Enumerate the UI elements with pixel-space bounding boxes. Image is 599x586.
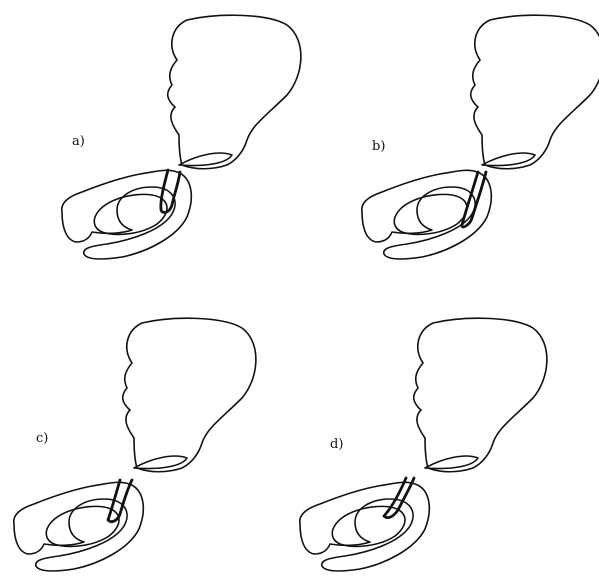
panel-label: b) — [372, 139, 385, 154]
panel-b: b) — [362, 15, 599, 259]
lower-socket-outline — [14, 482, 144, 571]
panel-c: c) — [14, 318, 256, 571]
panel-a: a) — [62, 15, 301, 259]
bold-insertion-line — [161, 170, 180, 212]
lower-socket-outline — [300, 482, 430, 571]
bold-insertion-line — [108, 480, 132, 522]
upper-bone-outline — [123, 318, 256, 471]
lower-socket-outline — [62, 170, 192, 259]
upper-bone-outline — [168, 15, 301, 168]
panel-label: a) — [72, 134, 85, 149]
panel-d: d) — [300, 318, 547, 571]
panel-label: d) — [330, 437, 343, 452]
panel-label: c) — [36, 431, 48, 446]
upper-bone-outline — [471, 15, 599, 168]
upper-bone-outline — [414, 318, 547, 471]
